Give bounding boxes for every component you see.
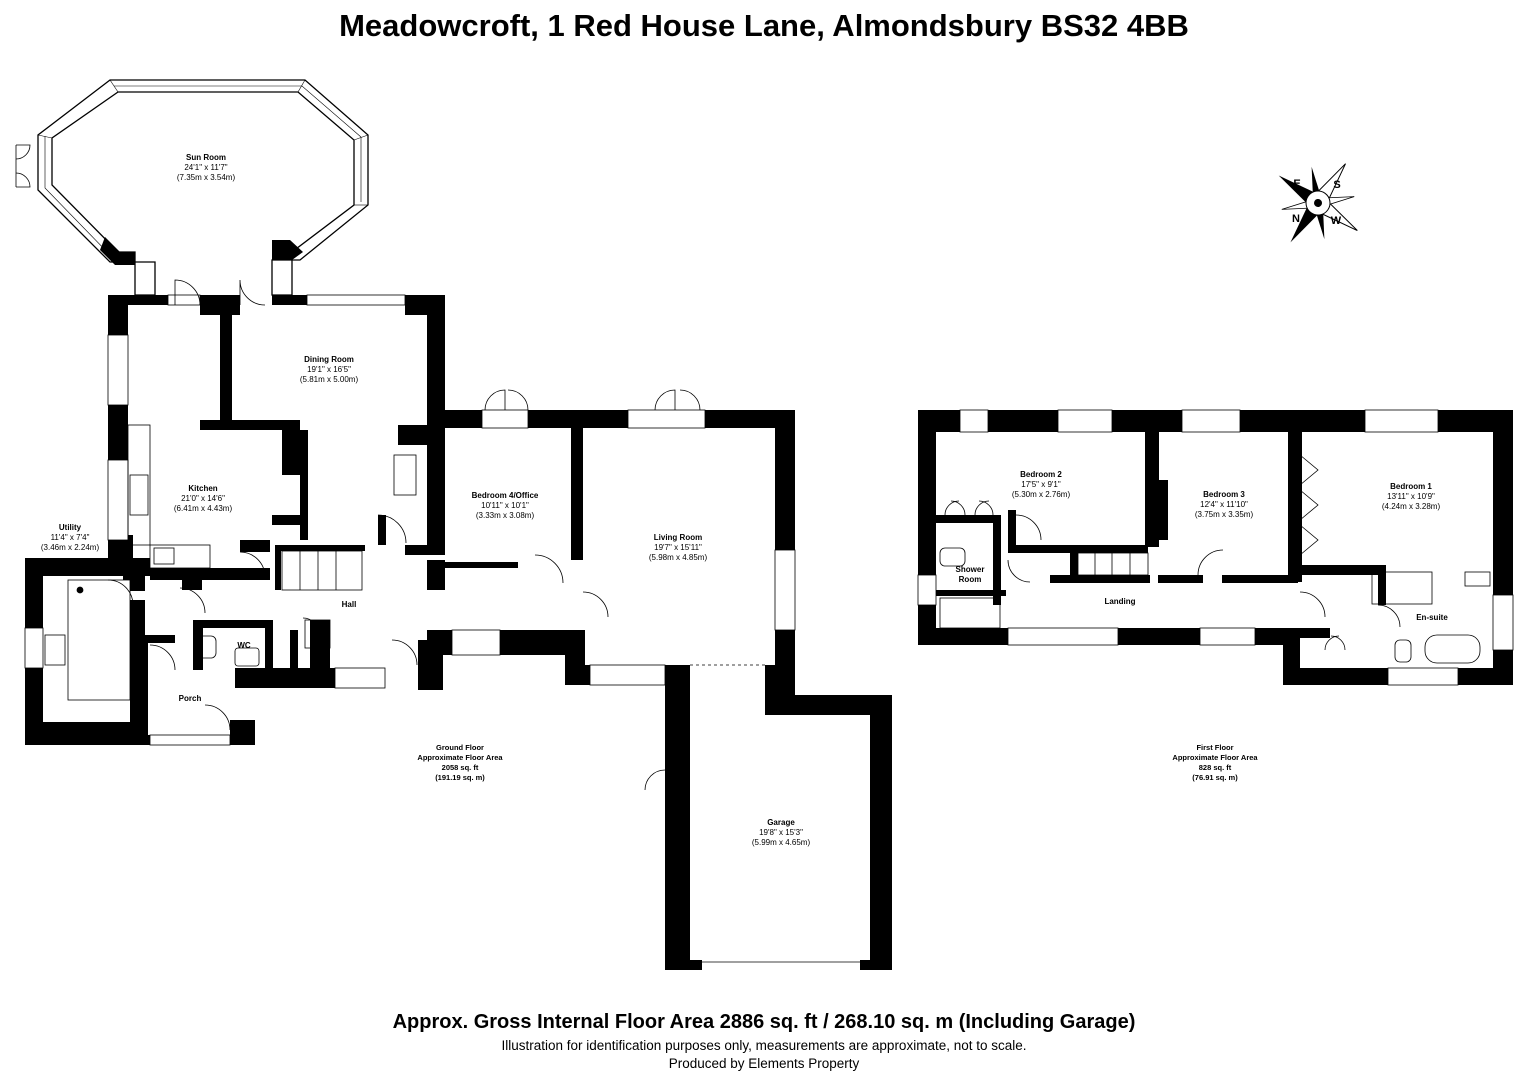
ground-floor-doors[interactable] bbox=[107, 279, 701, 731]
ground-floor-area-label: Approximate Floor Area bbox=[417, 753, 503, 762]
bedroom3-name: Bedroom 3 bbox=[1203, 490, 1245, 499]
ground-floor-walls bbox=[25, 295, 795, 745]
ground-floor-sqft: 2058 sq. ft bbox=[442, 763, 479, 772]
utility-name: Utility bbox=[59, 523, 82, 532]
room-labels: Sun Room 24'1" x 11'7" (7.35m x 3.54m) D… bbox=[41, 153, 1448, 847]
bedroom3-imperial: 12'4" x 11'10" bbox=[1200, 500, 1248, 509]
first-floor-doors[interactable] bbox=[944, 454, 1401, 651]
compass-w: W bbox=[1331, 215, 1342, 227]
landing-name: Landing bbox=[1104, 597, 1135, 606]
wc-name: WC bbox=[237, 641, 251, 650]
living-room-name: Living Room bbox=[654, 533, 702, 542]
first-floor-sqft: 828 sq. ft bbox=[1199, 763, 1232, 772]
bedroom2-metric: (5.30m x 2.76m) bbox=[1012, 490, 1071, 499]
ground-floor-windows bbox=[24, 294, 796, 746]
compass-n: N bbox=[1292, 213, 1300, 225]
kitchen-imperial: 21'0" x 14'6" bbox=[181, 494, 225, 503]
ground-floor-label: Ground Floor bbox=[436, 743, 484, 752]
producer: Produced by Elements Property bbox=[668, 1056, 860, 1071]
utility-imperial: 11'4" x 7'4" bbox=[51, 533, 90, 542]
hall-name: Hall bbox=[342, 600, 357, 609]
living-room-imperial: 19'7" x 15'11" bbox=[654, 543, 702, 552]
first-floor-area-label: Approximate Floor Area bbox=[1172, 753, 1258, 762]
plan-title: Meadowcroft, 1 Red House Lane, Almondsbu… bbox=[339, 8, 1189, 43]
dining-room-imperial: 19'1" x 16'5" bbox=[307, 365, 351, 374]
shower-room-name-1: Shower bbox=[956, 565, 985, 574]
bedroom1-metric: (4.24m x 3.28m) bbox=[1382, 502, 1441, 511]
kitchen-metric: (6.41m x 4.43m) bbox=[174, 504, 233, 513]
compass-letters: N S E W bbox=[1292, 178, 1342, 227]
bedroom4-metric: (3.33m x 3.08m) bbox=[476, 511, 535, 520]
sun-room-walls bbox=[37, 79, 369, 296]
garage-imperial: 19'8" x 15'3" bbox=[759, 828, 803, 837]
gross-area: Approx. Gross Internal Floor Area 2886 s… bbox=[392, 1011, 1136, 1033]
porch-name: Porch bbox=[179, 694, 202, 703]
ground-floor-fittings bbox=[44, 424, 765, 701]
first-floor-walls bbox=[918, 410, 1513, 685]
first-floor-label: First Floor bbox=[1196, 743, 1233, 752]
ground-floor-sqm: (191.19 sq. m) bbox=[435, 773, 485, 782]
first-floor-fittings bbox=[939, 432, 1491, 664]
garage-name: Garage bbox=[767, 818, 795, 827]
shower-room-name-2: Room bbox=[959, 575, 982, 584]
sun-room-imperial: 24'1" x 11'7" bbox=[184, 163, 227, 172]
garage-metric: (5.99m x 4.65m) bbox=[752, 838, 811, 847]
sun-room-name: Sun Room bbox=[186, 153, 226, 162]
compass-rose bbox=[1278, 163, 1358, 243]
living-room-metric: (5.98m x 4.85m) bbox=[649, 553, 708, 562]
bedroom4-imperial: 10'11" x 10'1" bbox=[481, 501, 529, 510]
dining-room-name: Dining Room bbox=[304, 355, 354, 364]
garage-walls bbox=[665, 695, 892, 970]
utility-metric: (3.46m x 2.24m) bbox=[41, 543, 100, 552]
garage-door[interactable] bbox=[644, 769, 860, 963]
bedroom2-imperial: 17'5" x 9'1" bbox=[1021, 480, 1061, 489]
sun-room-corners bbox=[100, 237, 303, 265]
bedroom4-name: Bedroom 4/Office bbox=[472, 491, 539, 500]
kitchen-name: Kitchen bbox=[188, 484, 217, 493]
sun-room-metric: (7.35m x 3.54m) bbox=[177, 173, 236, 182]
ensuite-name: En-suite bbox=[1416, 613, 1448, 622]
first-floor-windows bbox=[917, 409, 1514, 686]
bedroom1-name: Bedroom 1 bbox=[1390, 482, 1432, 491]
sun-room-doors[interactable] bbox=[15, 144, 31, 188]
compass-s: S bbox=[1333, 179, 1340, 191]
bedroom3-metric: (3.75m x 3.35m) bbox=[1195, 510, 1254, 519]
bedroom1-imperial: 13'11" x 10'9" bbox=[1387, 492, 1435, 501]
first-floor-sqm: (76.91 sq. m) bbox=[1192, 773, 1238, 782]
dining-room-metric: (5.81m x 5.00m) bbox=[300, 375, 359, 384]
disclaimer: Illustration for identification purposes… bbox=[501, 1038, 1027, 1053]
compass-e: E bbox=[1293, 178, 1300, 190]
bedroom2-name: Bedroom 2 bbox=[1020, 470, 1062, 479]
